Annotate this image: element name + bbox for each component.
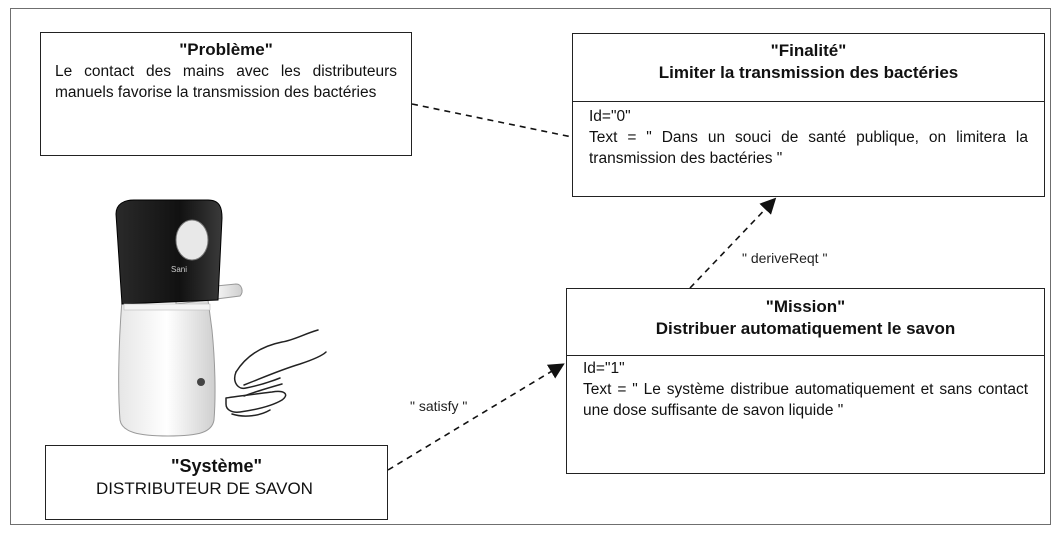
finalite-block: "Finalité" Limiter la transmission des b… (572, 33, 1045, 197)
svg-text:Sani: Sani (171, 265, 187, 274)
finalite-attributes: Id="0" Text = " Dans un souci de santé p… (573, 102, 1044, 169)
finalite-subtitle: Limiter la transmission des bactéries (658, 63, 959, 82)
mission-title: "Mission" (765, 297, 846, 316)
derive-label: " deriveReqt " (742, 250, 828, 266)
probleme-text: Le contact des mains avec les distribute… (55, 63, 397, 101)
finalite-id: Id="0" (589, 108, 631, 125)
diagram-frame (10, 8, 1051, 525)
probleme-box: "Problème" Le contact des mains avec les… (40, 32, 412, 156)
systeme-name: DISTRIBUTEUR DE SAVON (96, 479, 313, 498)
mission-block: "Mission" Distribuer automatiquement le … (566, 288, 1045, 474)
derive-arrow (689, 197, 777, 289)
systeme-box: "Système" DISTRIBUTEUR DE SAVON (45, 445, 388, 520)
soap-dispenser-image: Sani (115, 199, 243, 437)
mission-header: "Mission" Distribuer automatiquement le … (567, 289, 1044, 356)
satisfy-arrow (387, 363, 565, 471)
mission-subtitle: Distribuer automatiquement le savon (655, 319, 956, 338)
finalite-header: "Finalité" Limiter la transmission des b… (573, 34, 1044, 102)
probleme-title: "Problème" (179, 40, 273, 59)
systeme-title: "Système" (170, 456, 263, 476)
probleme-finalite-link (411, 103, 573, 138)
satisfy-label: " satisfy " (410, 398, 468, 414)
hand-drawing (225, 329, 327, 417)
finalite-title: "Finalité" (770, 41, 847, 60)
mission-attributes: Id="1" Text = " Le système distribue aut… (567, 356, 1044, 421)
finalite-text: Text = " Dans un souci de santé publique… (589, 129, 1028, 167)
mission-text: Text = " Le système distribue automatiqu… (583, 381, 1028, 419)
mission-id: Id="1" (583, 360, 625, 377)
